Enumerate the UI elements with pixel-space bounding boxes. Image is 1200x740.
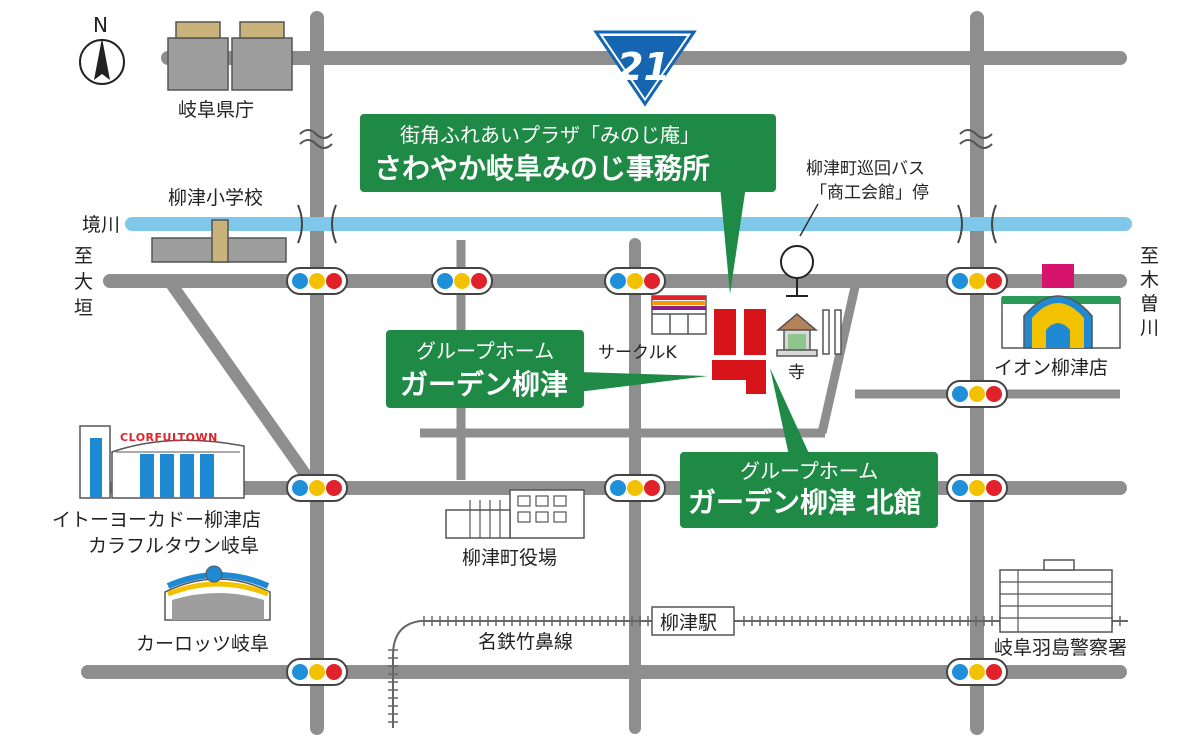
callout-garden-line1: グループホーム bbox=[416, 339, 554, 363]
traffic-signal-icon bbox=[946, 658, 1008, 686]
town-hall-icon bbox=[445, 489, 585, 539]
temple-icon bbox=[775, 309, 842, 357]
prefecture-office-icon bbox=[167, 21, 293, 91]
road-diagonal-temple bbox=[817, 286, 860, 434]
bus-stop-leader bbox=[799, 203, 819, 237]
aeon-icon bbox=[1001, 264, 1121, 349]
traffic-signal-icon bbox=[946, 267, 1008, 295]
north-label: N bbox=[93, 13, 108, 37]
bus-stop-icon bbox=[780, 245, 814, 297]
traffic-signal-icon bbox=[946, 380, 1008, 408]
svg-text:至: 至 bbox=[1140, 245, 1159, 267]
station-yanaizu: 柳津駅 bbox=[651, 606, 735, 636]
carlotz-label: カーロッツ岐阜 bbox=[136, 633, 269, 655]
traffic-signal-icon bbox=[431, 267, 493, 295]
to-ogaki-label: 至 大 垣 bbox=[74, 245, 93, 319]
road-diagonal-west bbox=[166, 279, 319, 491]
school-icon bbox=[151, 219, 287, 263]
traffic-signal-icon bbox=[286, 474, 348, 502]
route-21-sign: 21 bbox=[593, 30, 697, 107]
itoyokado-label-2: カラフルタウン岐阜 bbox=[88, 535, 259, 557]
traffic-signal-icon bbox=[604, 474, 666, 502]
svg-text:至: 至 bbox=[74, 245, 93, 267]
callout-garden-north-line2: ガーデン柳津 北館 bbox=[688, 486, 922, 519]
town-hall-label: 柳津町役場 bbox=[462, 547, 557, 569]
traffic-signal-icon bbox=[286, 267, 348, 295]
colorful-town-sign: CLORFULTOWN bbox=[120, 431, 218, 444]
prefecture-office-label: 岐阜県庁 bbox=[178, 99, 254, 121]
callout-plaza: 街角ふれあいプラザ「みのじ庵」 さわやか岐阜みのじ事務所 bbox=[360, 114, 776, 294]
target-building-marker bbox=[712, 309, 766, 394]
circle-k-icon bbox=[651, 295, 707, 335]
bus-stop-label-1: 柳津町巡回バス bbox=[806, 159, 925, 179]
callout-garden-north: グループホーム ガーデン柳津 北館 bbox=[680, 368, 938, 528]
traffic-signal-icon bbox=[286, 658, 348, 686]
river-label: 境川 bbox=[82, 214, 120, 236]
traffic-signal-icon bbox=[604, 267, 666, 295]
station-label: 柳津駅 bbox=[660, 612, 717, 634]
temple-label: 寺 bbox=[788, 363, 805, 383]
police-station-icon bbox=[999, 559, 1113, 633]
aeon-label: イオン柳津店 bbox=[994, 357, 1108, 379]
itoyokado-icon bbox=[79, 425, 245, 499]
traffic-signal-icon bbox=[946, 474, 1008, 502]
road-break-marks bbox=[299, 129, 993, 149]
svg-text:垣: 垣 bbox=[74, 297, 93, 319]
school-label: 柳津小学校 bbox=[168, 187, 263, 209]
circle-k-label: サークルK bbox=[598, 343, 677, 363]
svg-text:木: 木 bbox=[1140, 269, 1159, 291]
callout-plaza-line2: さわやか岐阜みのじ事務所 bbox=[374, 152, 710, 185]
callout-garden-north-line1: グループホーム bbox=[740, 459, 878, 483]
callout-plaza-line1: 街角ふれあいプラザ「みのじ庵」 bbox=[400, 123, 700, 147]
traffic-signals bbox=[286, 267, 1008, 686]
to-kisogawa-label: 至 木 曽 川 bbox=[1140, 245, 1159, 339]
bus-stop-label-2: 「商工会館」停 bbox=[810, 183, 929, 203]
svg-text:川: 川 bbox=[1140, 317, 1159, 339]
svg-text:大: 大 bbox=[74, 271, 93, 293]
svg-text:曽: 曽 bbox=[1140, 293, 1159, 315]
north-arrow: N bbox=[79, 13, 125, 85]
river-sakaigawa bbox=[125, 204, 1132, 244]
police-label: 岐阜羽島警察署 bbox=[994, 637, 1127, 659]
carlotz-icon bbox=[164, 565, 271, 621]
itoyokado-label-1: イトーヨーカドー柳津店 bbox=[52, 509, 261, 531]
railway-label: 名鉄竹鼻線 bbox=[478, 631, 573, 653]
route-number: 21 bbox=[617, 45, 670, 89]
callout-garden: グループホーム ガーデン柳津 bbox=[386, 330, 708, 408]
callout-garden-line2: ガーデン柳津 bbox=[400, 368, 568, 401]
